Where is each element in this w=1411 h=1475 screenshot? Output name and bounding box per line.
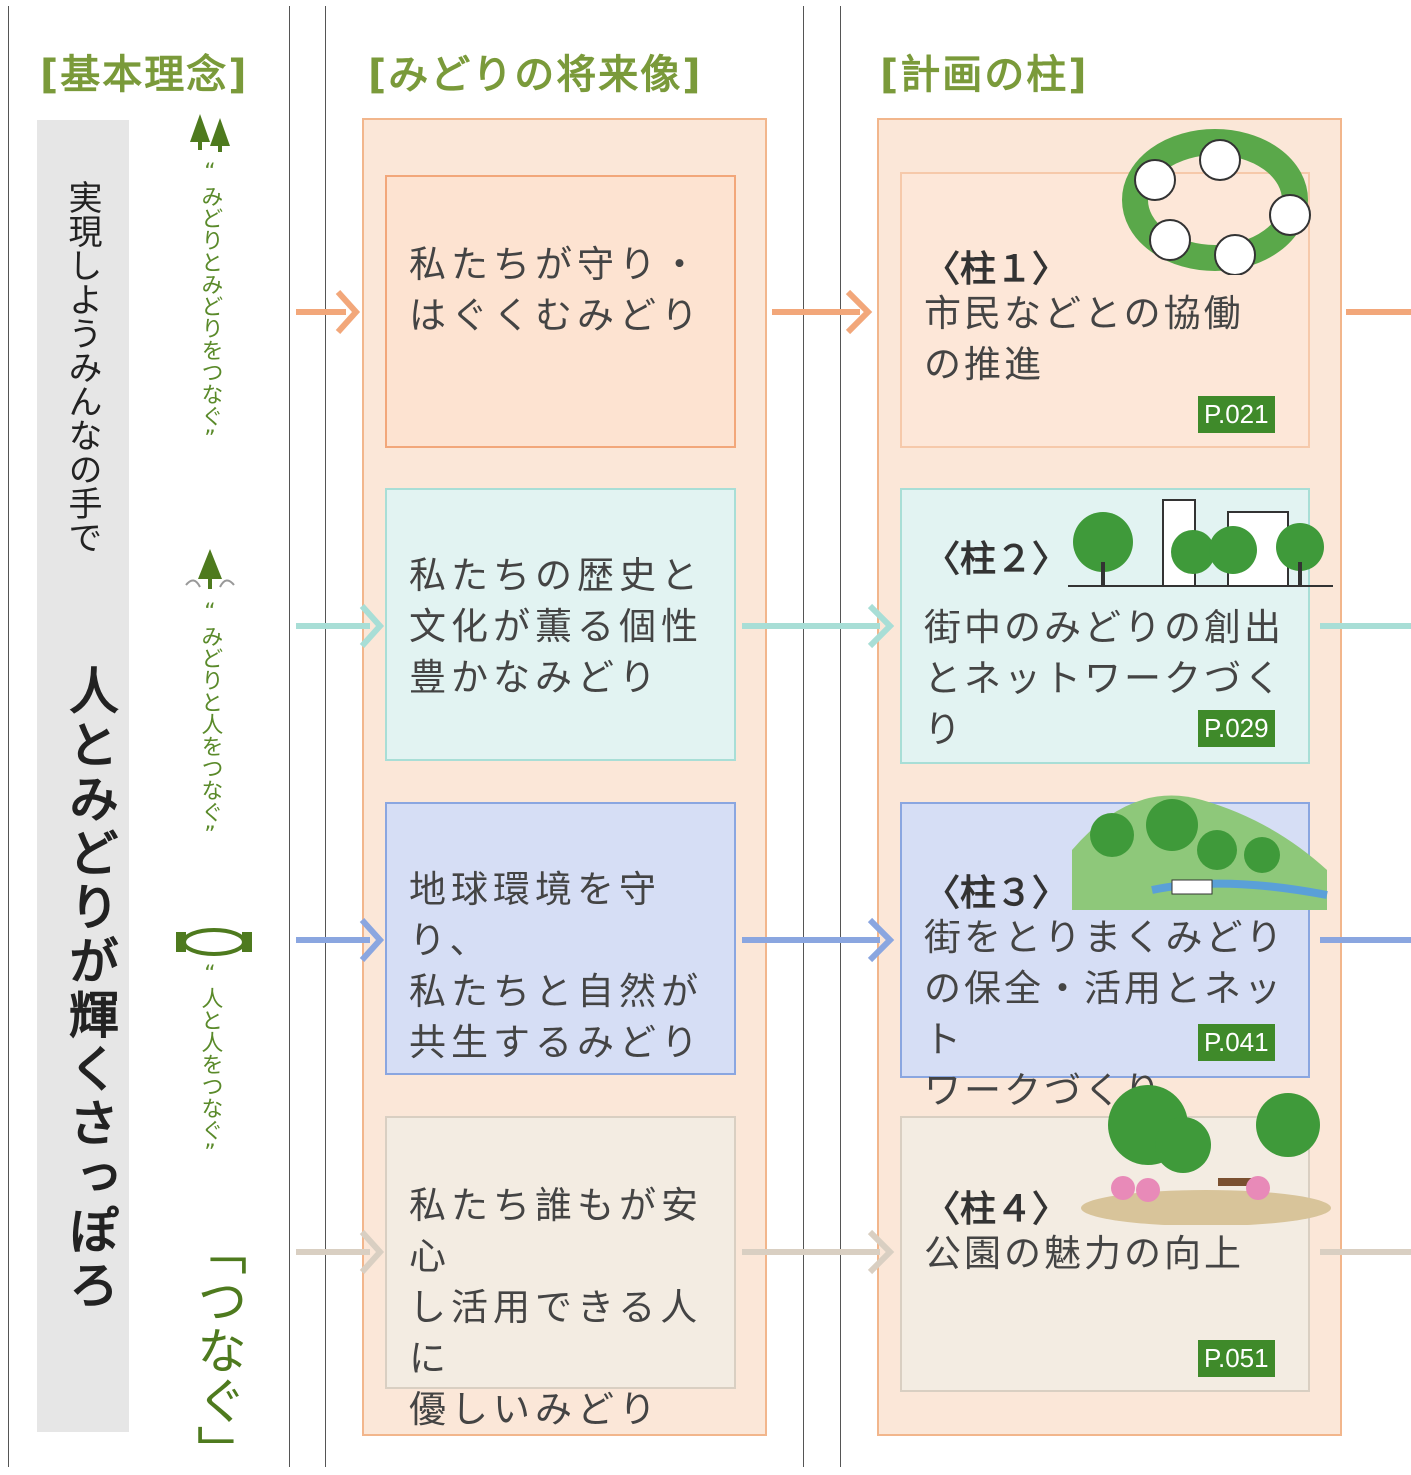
vision-card-4: 私たち誰もが安心 し活用できる人に 優しいみどり <box>385 1116 736 1431</box>
vision-2-line-1: 私たちの歴史と <box>409 554 703 597</box>
pillar-card-1: 〈柱１〉 市民などとの協働 の推進 P.021 <box>900 172 1310 448</box>
pillar-column-border <box>840 6 841 1467</box>
arrow-row-2 <box>296 603 1411 649</box>
vision-4-line-1: 私たち誰もが安心 <box>409 1184 703 1278</box>
pillar-4-label: 〈柱４〉 <box>924 1189 1069 1230</box>
vision-column <box>325 6 804 1467</box>
slogan: 実現しようみんなの手で <box>58 180 107 554</box>
vision-1-line-2: はぐくむみどり <box>409 294 703 337</box>
phrase-green-green: “みどりとみどりをつなぐ” <box>197 160 223 452</box>
pillar-1-label: 〈柱１〉 <box>924 249 1069 290</box>
slogan-big: 人とみどりが輝くさっぽろ <box>54 665 126 1313</box>
slogan-small: 実現しようみんなの手で <box>62 180 102 554</box>
pillar-2-line-1: 街中のみどりの創出 <box>924 606 1284 649</box>
park-illustration <box>1081 1085 1331 1225</box>
pillar-2-line-2: とネットワークづくり <box>924 657 1284 751</box>
vision-title: [みどりの将来像] <box>368 52 703 98</box>
arrow-row-3 <box>296 917 1411 963</box>
vision-card-3: 地球環境を守り、 私たちと自然が 共生するみどり <box>385 802 736 1075</box>
handshake-icon <box>176 928 252 956</box>
vision-1-line-1: 私たちが守り・ <box>409 243 703 286</box>
vision-4-line-3: 優しいみどり <box>409 1388 661 1431</box>
people-circle-illustration <box>1122 129 1311 275</box>
pillar-3-line-1: 街をとりまくみどり <box>924 916 1286 959</box>
vision-4-text: 私たち誰もが安心 し活用できる人に 優しいみどり <box>409 1180 734 1435</box>
pillar-title: [計画の柱] <box>880 52 1089 98</box>
slogan-band <box>37 120 129 1432</box>
pillar-3-label: 〈柱３〉 <box>924 873 1069 914</box>
arrow-row-4 <box>296 1229 1411 1275</box>
vision-3-line-2: 私たちと自然が <box>409 970 703 1013</box>
vision-2-line-3: 豊かなみどり <box>409 656 661 699</box>
city-trees-illustration <box>1068 499 1333 587</box>
philosophy-column <box>8 6 290 1467</box>
pillar-3-page-badge[interactable]: P.041 <box>1198 1024 1275 1061</box>
vision-card-1: 私たちが守り・ はぐくむみどり <box>385 175 736 448</box>
keyword-tsunagu: 「つなぐ」 <box>189 1225 247 1475</box>
vision-1-text: 私たちが守り・ はぐくむみどり <box>409 239 703 341</box>
vision-card-2: 私たちの歴史と 文化が薫る個性 豊かなみどり <box>385 488 736 761</box>
pillar-2-page-badge[interactable]: P.029 <box>1198 710 1275 747</box>
pillar-3-text: 街をとりまくみどり の保全・活用とネット ワークづくり <box>924 912 1308 1116</box>
vision-2-line-2: 文化が薫る個性 <box>409 605 703 648</box>
vision-4-line-2: し活用できる人に <box>409 1286 703 1380</box>
pillar-1-text: 市民などとの協働 の推進 <box>924 288 1244 390</box>
pillar-1-line-2: の推進 <box>924 343 1044 386</box>
arrow-row-1 <box>296 289 1411 335</box>
pillar-4-page-badge[interactable]: P.051 <box>1198 1340 1275 1377</box>
tree-hands-icon <box>185 549 235 589</box>
hills-river-illustration <box>1072 795 1328 910</box>
vision-3-line-3: 共生するみどり <box>409 1021 703 1064</box>
pillar-4-text: 公園の魅力の向上 <box>924 1228 1244 1279</box>
vision-3-text: 地球環境を守り、 私たちと自然が 共生するみどり <box>409 864 734 1068</box>
pillar-2-label: 〈柱２〉 <box>924 539 1069 580</box>
vision-3-line-1: 地球環境を守り、 <box>409 868 661 962</box>
pillar-card-4: 〈柱４〉 公園の魅力の向上 P.051 <box>900 1116 1310 1392</box>
trees-icon <box>190 114 230 152</box>
vision-2-text: 私たちの歴史と 文化が薫る個性 豊かなみどり <box>409 550 703 703</box>
philosophy-title: [基本理念] <box>40 52 249 98</box>
pillar-3-line-2: の保全・活用とネット <box>924 967 1284 1061</box>
pillar-1-line-1: 市民などとの協働 <box>924 292 1244 335</box>
pillar-2-text: 街中のみどりの創出 とネットワークづくり <box>924 602 1308 755</box>
phrase-green-people: “みどりと人をつなぐ” <box>197 600 223 848</box>
phrase-people-people: “人と人をつなぐ” <box>197 962 223 1166</box>
pillar-4-line-1: 公園の魅力の向上 <box>924 1232 1244 1275</box>
slogan-big-text: 人とみどりが輝くさっぽろ <box>61 665 120 1313</box>
pillar-1-page-badge[interactable]: P.021 <box>1198 396 1275 433</box>
